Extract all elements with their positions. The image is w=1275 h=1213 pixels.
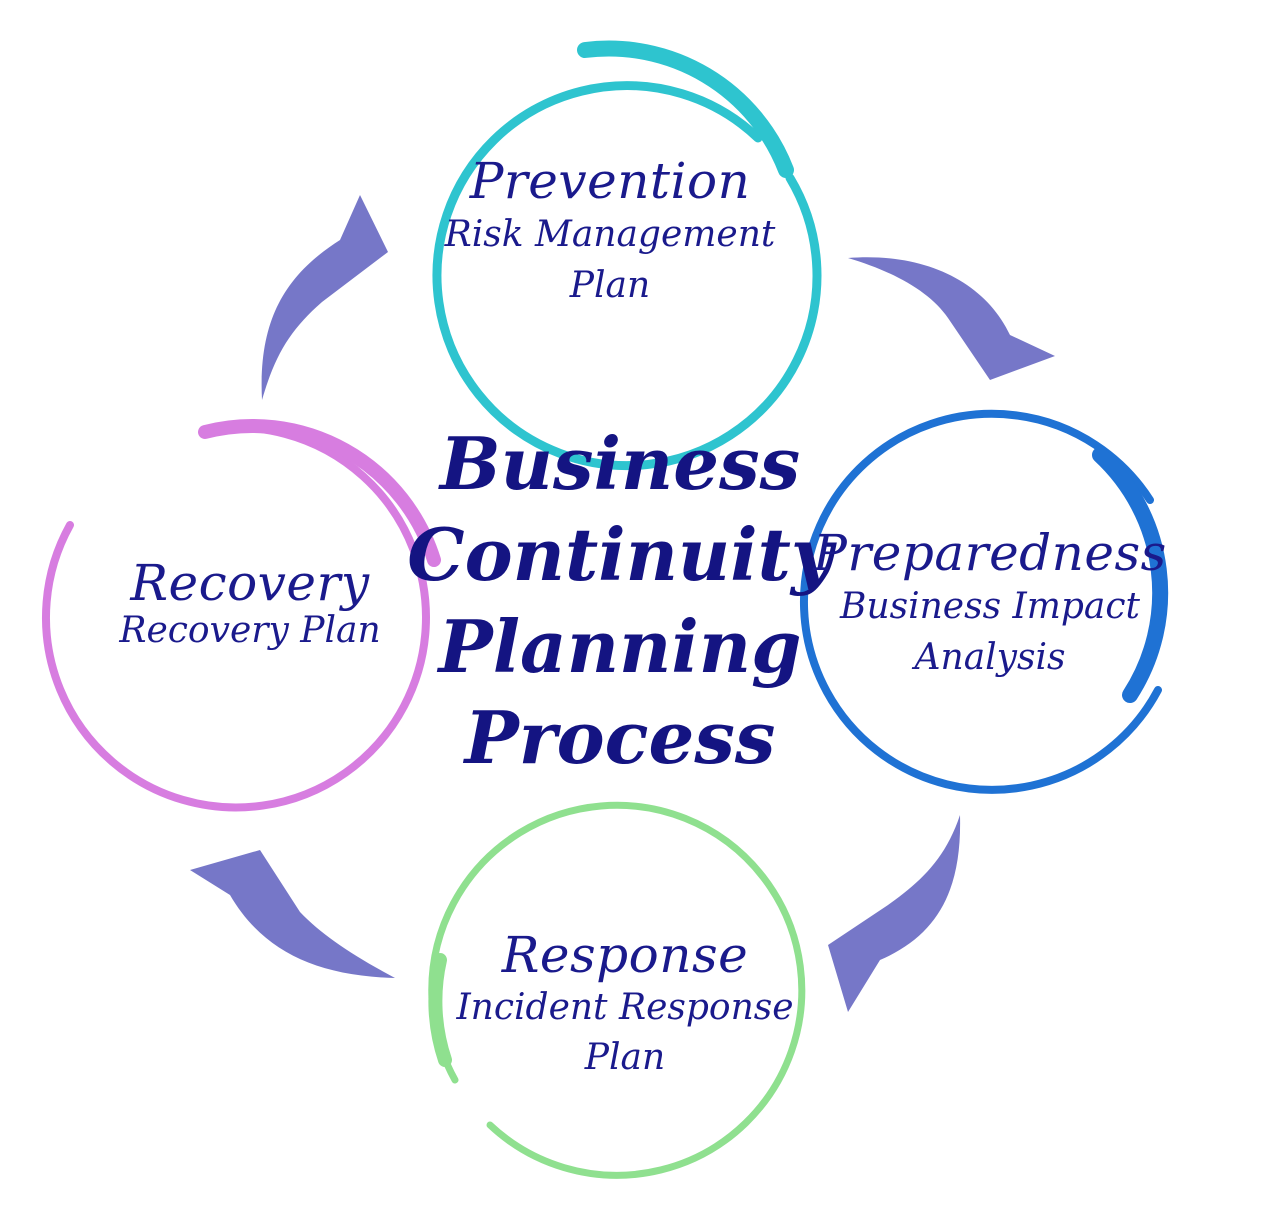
stage-subtitle-line: Analysis	[914, 637, 1066, 679]
ring-response	[428, 801, 806, 1179]
title-line-3: Planning	[438, 603, 802, 689]
stage-title: Preparedness	[813, 524, 1167, 582]
stage-subtitle-line: Plan	[584, 1037, 666, 1079]
title-line-2: Continuity	[407, 512, 833, 598]
stage-title: Prevention	[469, 152, 751, 210]
arrow-prevention-to-preparedness-icon	[848, 257, 1055, 380]
arrow-recovery-to-prevention-icon	[261, 195, 388, 400]
stage-subtitle-line: Incident Response	[456, 987, 794, 1028]
stage-preparedness: Preparedness Business Impact Analysis	[790, 525, 1190, 683]
ring-preparedness	[799, 409, 1162, 794]
arrow-preparedness-to-response-icon	[828, 815, 961, 1012]
title-line-4: Process	[464, 695, 776, 781]
ring-prevention	[432, 81, 822, 471]
stage-subtitle-line: Recovery Plan	[119, 610, 381, 651]
ring-prevention-accent	[577, 40, 794, 178]
arrow-response-to-recovery-icon	[190, 850, 395, 978]
diagram-title: Business Continuity Planning Process	[400, 418, 840, 784]
stage-title: Response	[501, 926, 749, 984]
ring-response-accent	[428, 953, 452, 1067]
stage-recovery: Recovery Recovery Plan	[70, 555, 430, 651]
stage-subtitle-line: Business Impact	[839, 586, 1140, 627]
stage-prevention: Prevention Risk Management Plan	[400, 153, 820, 311]
stage-title: Recovery	[130, 554, 370, 612]
ring-recovery	[42, 423, 430, 812]
stage-subtitle-line: Risk Management	[444, 214, 776, 255]
stage-response: Response Incident Response Plan	[420, 927, 830, 1084]
stage-subtitle-line: Plan	[569, 265, 651, 307]
title-line-1: Business	[439, 421, 801, 506]
ring-preparedness-accent	[1092, 447, 1169, 703]
ring-recovery-accent	[198, 419, 441, 567]
